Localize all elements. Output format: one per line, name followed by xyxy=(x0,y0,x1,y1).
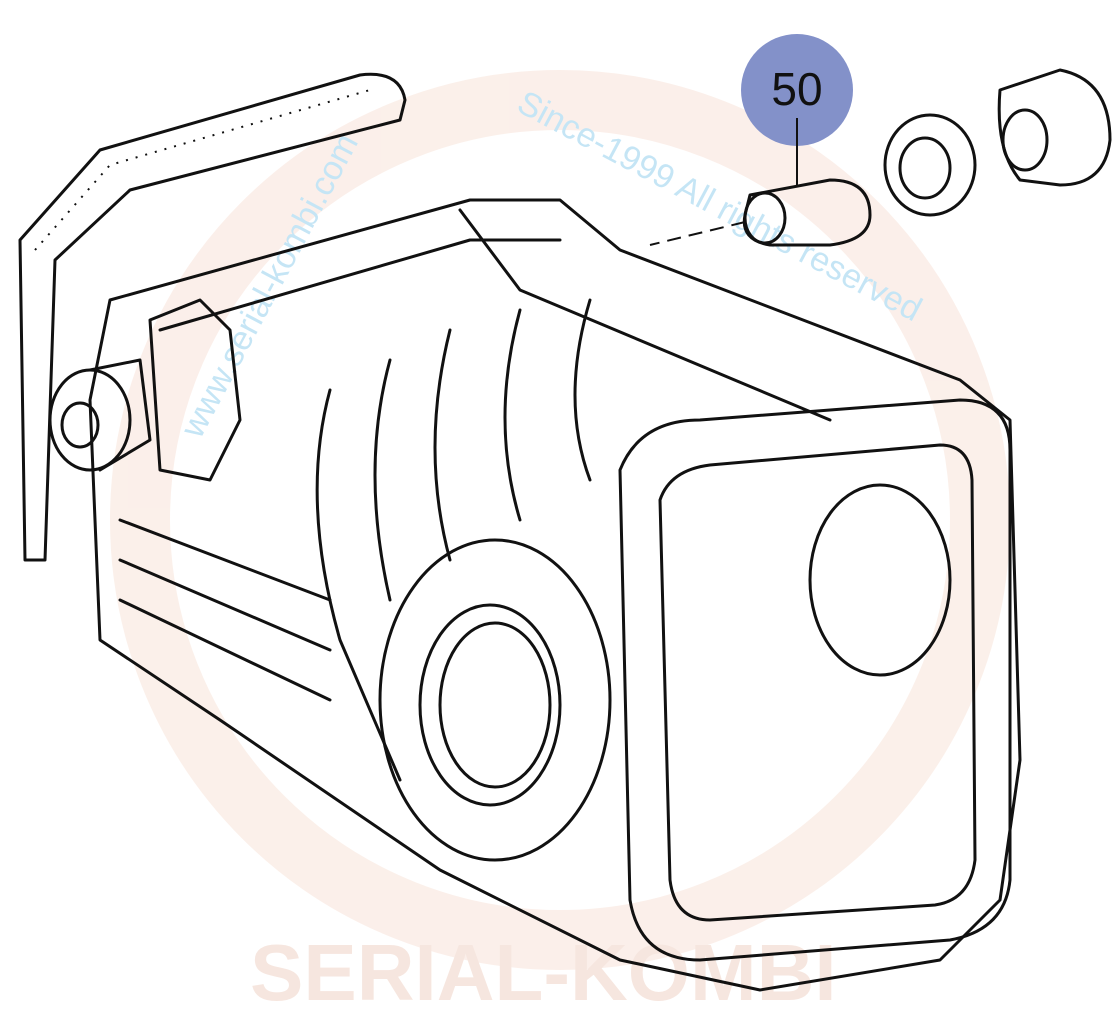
gearbox-housing xyxy=(48,198,1022,992)
callout-label[interactable]: 50 xyxy=(771,63,823,115)
gasket xyxy=(18,72,407,562)
exploded-parts xyxy=(649,68,1112,247)
watermark-brand: SERIAL-KOMBI xyxy=(250,928,837,1014)
callout-50[interactable] xyxy=(741,34,853,185)
watermark: SERIAL-KOMBI www.serial-kombi.com Since-… xyxy=(110,70,1010,1014)
